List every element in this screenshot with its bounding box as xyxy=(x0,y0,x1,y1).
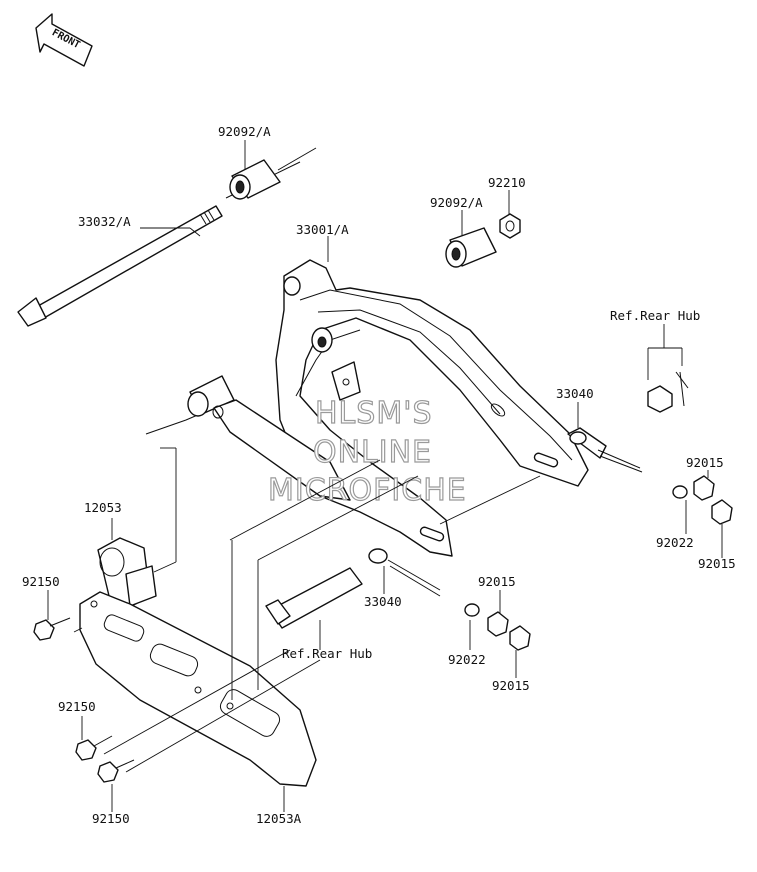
label-33040-lower: 33040 xyxy=(364,594,402,609)
bolt-92150-b xyxy=(75,735,113,761)
rear-hub-axle-lower xyxy=(265,567,363,629)
leader-lines xyxy=(47,140,723,812)
bushing-92092a-upper xyxy=(229,159,281,200)
bolt-92150-c xyxy=(97,759,135,783)
chain-slider-12053 xyxy=(97,537,157,609)
part-labels: 92092/A 33032/A 33001/A 92092/A 92210 Re… xyxy=(22,124,736,826)
label-92015-upper-b: 92015 xyxy=(698,556,736,571)
label-92015-upper-a: 92015 xyxy=(686,455,724,470)
label-33032a: 33032/A xyxy=(78,214,131,229)
label-92150-b: 92150 xyxy=(58,699,96,714)
bolt-92150-a xyxy=(33,617,71,641)
label-ref-rear-hub-upper: Ref.Rear Hub xyxy=(610,308,700,323)
label-92150-a: 92150 xyxy=(22,574,60,589)
label-92092a-top: 92092/A xyxy=(218,124,271,139)
label-92150-c: 92150 xyxy=(92,811,130,826)
swingarm-lower-arm xyxy=(187,375,351,501)
label-92092a-right: 92092/A xyxy=(430,195,483,210)
chain-adjuster-33040-lower xyxy=(368,548,531,651)
pivot-shaft-33032a xyxy=(17,205,223,327)
bushing-92092a-right xyxy=(445,227,497,268)
rear-hub-nut-upper xyxy=(647,324,689,413)
watermark-line-1: HLSM'S xyxy=(315,396,433,431)
pivot-axis-line xyxy=(277,147,317,171)
nut-92210 xyxy=(499,213,521,239)
label-92022-lower: 92022 xyxy=(448,652,486,667)
front-arrow: FRONT xyxy=(35,13,93,67)
label-12053a: 12053A xyxy=(256,811,302,826)
watermark-line-2: ONLINE xyxy=(313,435,432,470)
label-33040-upper: 33040 xyxy=(556,386,594,401)
swingarm-33001a xyxy=(275,259,589,557)
label-92022-upper: 92022 xyxy=(656,535,694,550)
chain-adjuster-33040-upper xyxy=(567,427,733,525)
label-92210: 92210 xyxy=(488,175,526,190)
label-ref-rear-hub-lower: Ref.Rear Hub xyxy=(282,646,372,661)
label-33001a: 33001/A xyxy=(296,222,349,237)
label-92015-lower-b: 92015 xyxy=(492,678,530,693)
watermark: HLSM'S ONLINE MICROFICHE xyxy=(267,395,466,508)
chain-guide-12053a xyxy=(79,591,317,787)
label-92015-lower-a: 92015 xyxy=(478,574,516,589)
label-12053: 12053 xyxy=(84,500,122,515)
